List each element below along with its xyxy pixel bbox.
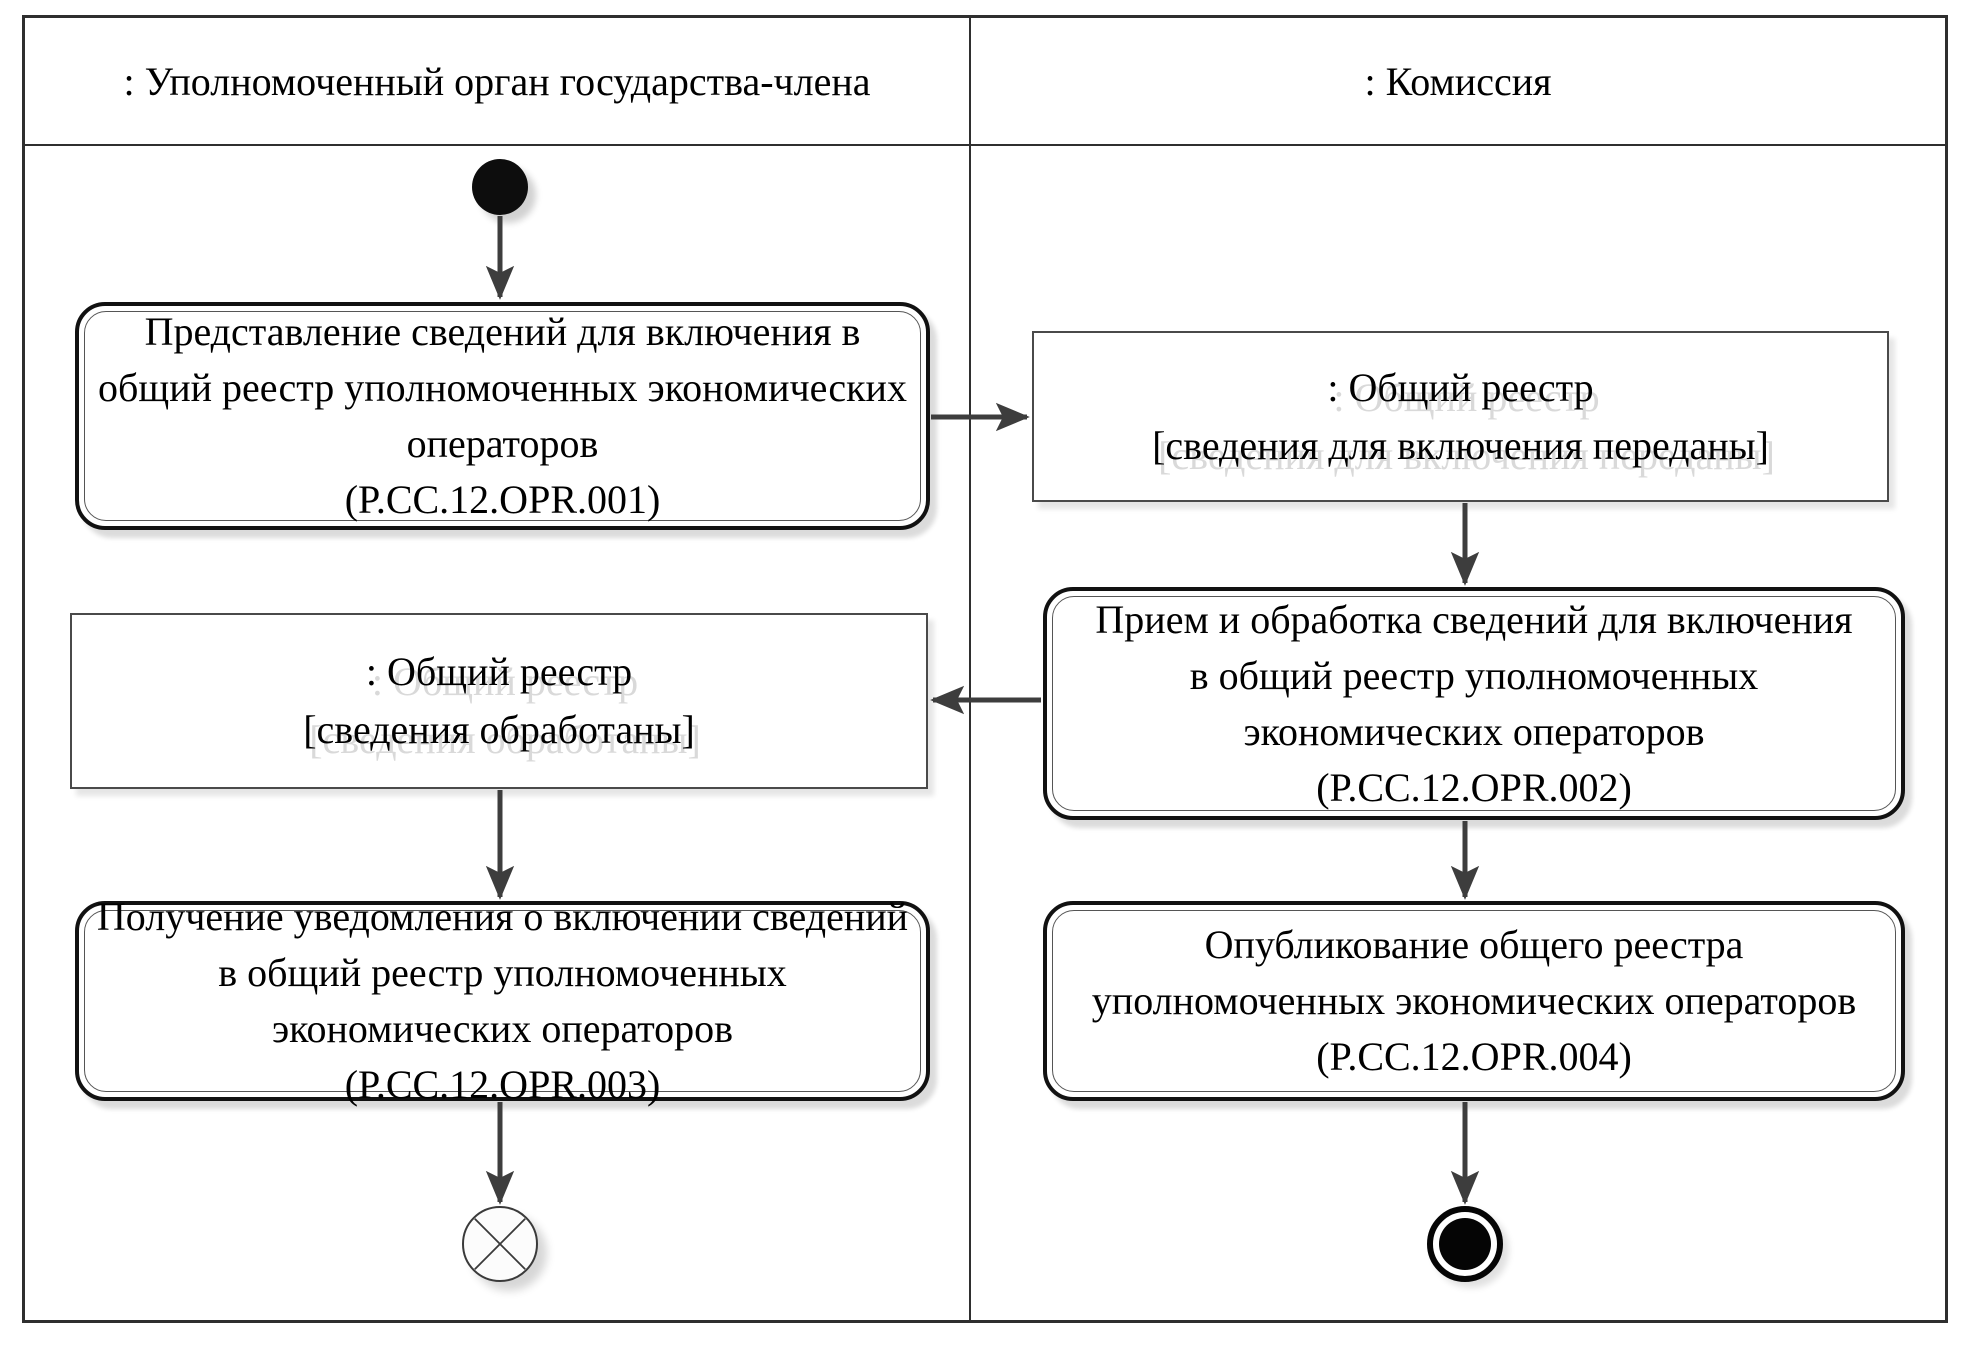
activity-opr001-label: Представление сведений для включения в о…: [98, 309, 907, 522]
lane-title-text: : Комиссия: [1364, 58, 1552, 104]
object-node-register-transferred: : Общий реестр [сведения для включения п…: [1032, 331, 1889, 502]
lane-header-row: [25, 18, 1945, 146]
lane-title-authorized-body: : Уполномоченный орган государства-члена: [25, 18, 969, 144]
lane-divider: [969, 18, 971, 1320]
activity-opr004: Опубликование общего реестра уполномочен…: [1043, 901, 1905, 1101]
activity-opr001: Представление сведений для включения в о…: [75, 302, 930, 530]
lane-title-text: : Уполномоченный орган государства-члена: [123, 58, 871, 104]
activity-final-core: [1439, 1218, 1491, 1270]
activity-opr003-label: Получение уведомления о включении сведен…: [96, 894, 909, 1107]
lane-title-commission: : Комиссия: [971, 18, 1945, 144]
activity-final-node-icon: [1427, 1206, 1503, 1282]
object-node-register-transferred-label: : Общий реестр [сведения для включения п…: [1152, 364, 1769, 468]
activity-opr002: Прием и обработка сведений для включения…: [1043, 587, 1905, 820]
flow-final-x-icon: [474, 1218, 526, 1270]
activity-opr003: Получение уведомления о включении сведен…: [75, 894, 930, 1107]
object-node-register-processed-label: : Общий реестр [сведения обработаны]: [303, 649, 695, 752]
swimlane-frame: : Уполномоченный орган государства-члена…: [22, 15, 1948, 1323]
activity-opr002-label: Прием и обработка сведений для включения…: [1095, 596, 1853, 810]
object-node-register-processed: : Общий реестр [сведения обработаны]: [70, 613, 928, 789]
initial-node-icon: [472, 159, 528, 215]
activity-opr004-label: Опубликование общего реестра уполномочен…: [1091, 922, 1857, 1079]
flow-final-node-icon: [462, 1206, 538, 1282]
